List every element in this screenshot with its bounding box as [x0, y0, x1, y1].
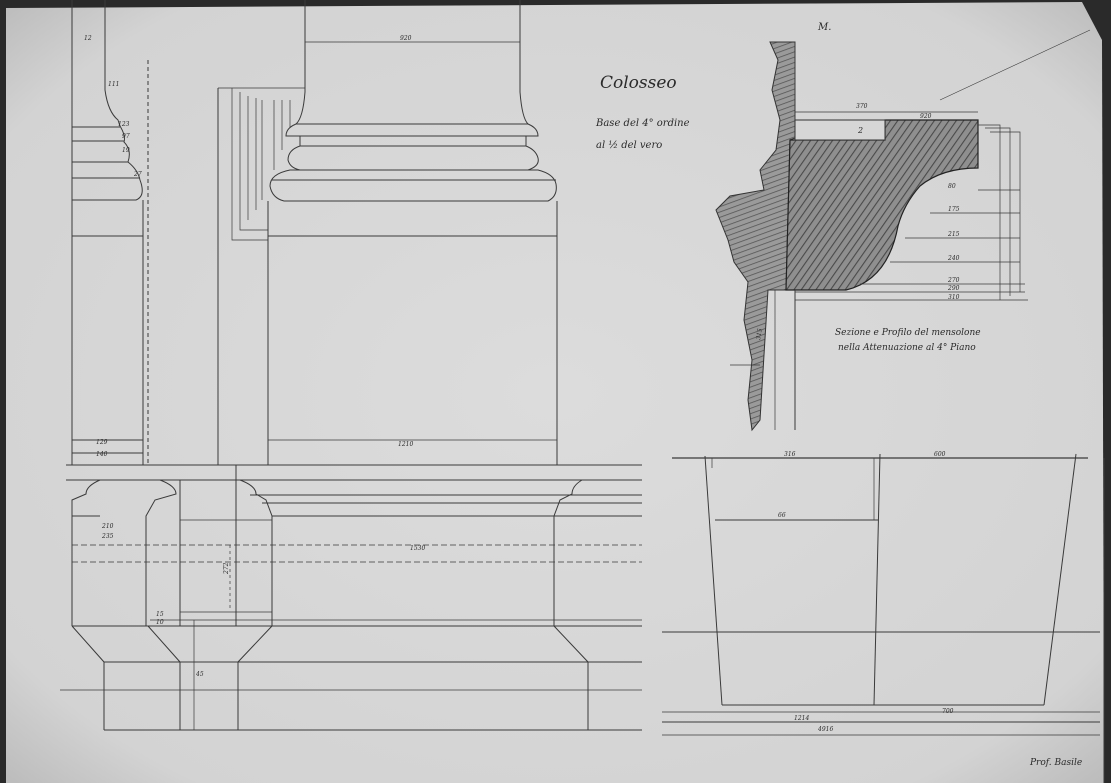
dim-bracket-center: 2 [857, 126, 863, 135]
dim-block-total: 4916 [817, 726, 833, 733]
dim-bracket-d: 240 [947, 255, 960, 262]
left-profile [71, 0, 149, 465]
dim-left-a: 111 [108, 81, 119, 88]
dim-left-pl-c: 15 [156, 611, 164, 618]
dim-block-w2: 600 [934, 451, 946, 458]
dim-bracket-f: 290 [947, 285, 960, 292]
dim-bracket-a: 80 [948, 183, 956, 190]
sheet-subtitle-line2: al ½ del vero [596, 140, 662, 151]
section-caption-line2: nella Attenuazione al 4° Piano [838, 343, 976, 353]
paper-sheet [6, 2, 1104, 783]
sheet-subtitle-line1: Base del 4° ordine [595, 118, 690, 129]
dim-left-pl-a: 210 [101, 523, 114, 530]
dim-left-b: 123 [118, 121, 130, 128]
dim-block-w1: 316 [784, 451, 796, 458]
dim-left-pl-d: 10 [156, 619, 164, 626]
dim-bracket-top: 370 [856, 103, 868, 110]
dim-left-low-b: 140 [96, 451, 108, 458]
dim-wall-mark: 315 [755, 328, 764, 341]
dimension-labels: 920 12 111 123 97 19 27 1210 129 140 153… [84, 35, 960, 733]
dim-left-low-a: 129 [96, 439, 108, 446]
dim-left-c: 97 [122, 133, 130, 140]
hatched-bracket [785, 119, 979, 291]
dim-shaft-width: 1210 [398, 441, 413, 448]
bracket-section [715, 29, 1091, 432]
corner-mark: M. [817, 22, 831, 33]
title-block: Colosseo Base del 4° ordine al ½ del ver… [595, 22, 1082, 768]
dim-left-top: 12 [84, 35, 92, 42]
block-plan [662, 453, 1105, 783]
dim-block-bottom: 1214 [794, 715, 809, 722]
column-base-elevation [217, 0, 558, 465]
author-signature: Prof. Basile [1029, 758, 1082, 768]
dim-left-e: 27 [133, 171, 142, 178]
dim-bracket-b: 175 [948, 206, 960, 213]
dim-bottom-marks: 45 [195, 671, 204, 678]
dim-block-height: 272 [223, 562, 230, 575]
pedestal-elevation [60, 464, 642, 731]
dim-left-d: 19 [122, 147, 130, 154]
dim-bracket-width: 920 [920, 113, 932, 120]
dim-top-width: 920 [400, 35, 412, 42]
section-caption-line1: Sezione e Profilo del mensolone [835, 328, 981, 338]
dim-block-right: 700 [942, 708, 954, 715]
dim-bracket-c: 215 [947, 231, 960, 238]
dim-bracket-e: 270 [947, 277, 960, 284]
sheet-title: Colosseo [600, 73, 677, 93]
dim-plinth-width: 1530 [410, 545, 425, 552]
dim-left-pl-b: 235 [101, 533, 114, 540]
dim-bracket-g: 310 [948, 294, 960, 301]
dim-block-mid: 66 [778, 512, 786, 519]
